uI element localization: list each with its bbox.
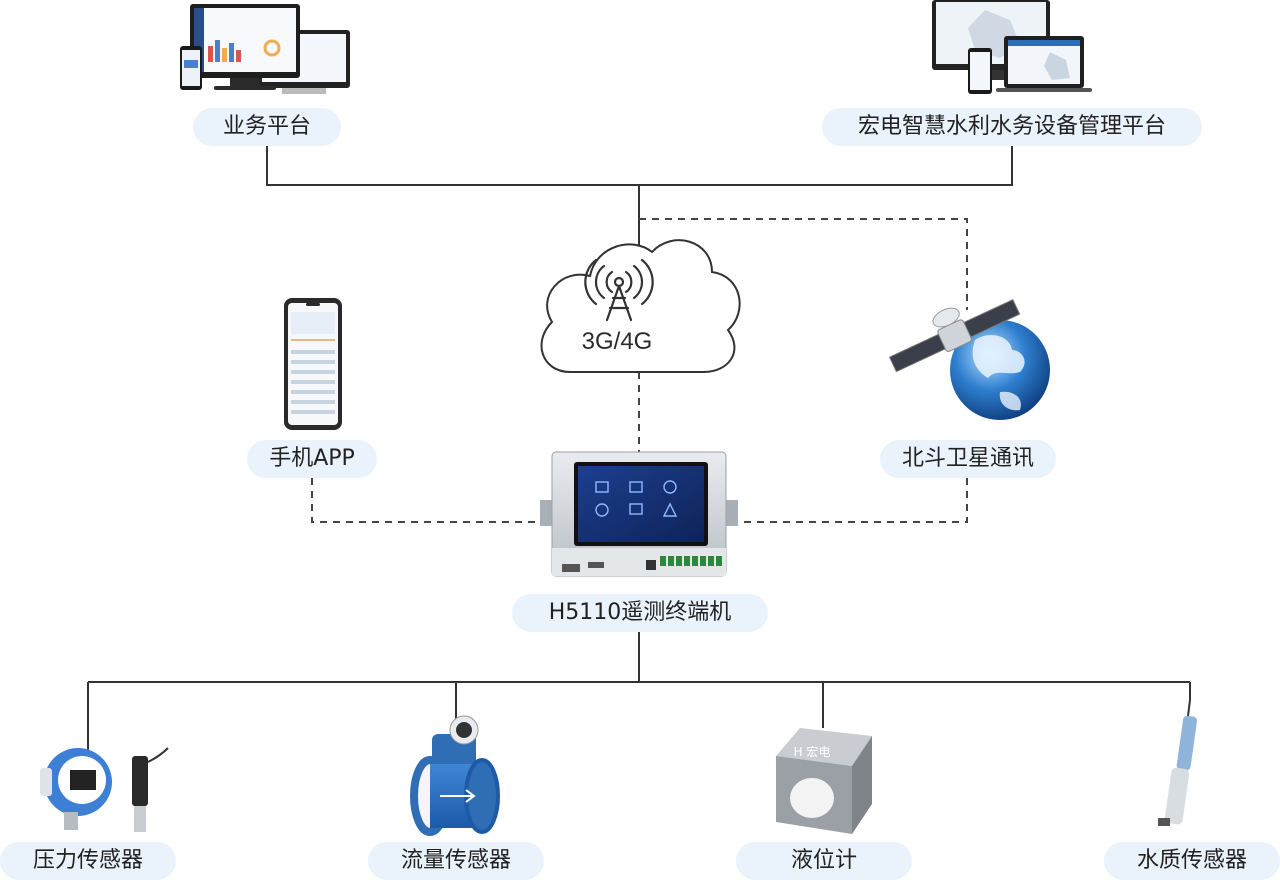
network-label: 3G/4G bbox=[582, 328, 653, 355]
level-meter-label: 液位计 bbox=[736, 842, 912, 880]
business-platform-label: 业务平台 bbox=[193, 108, 341, 146]
line-business-to-hub bbox=[266, 146, 639, 186]
water-quality-probe-icon bbox=[1158, 699, 1198, 826]
svg-text:H 宏电: H 宏电 bbox=[794, 744, 831, 759]
smartphone-icon bbox=[284, 298, 342, 430]
connection-lines bbox=[87, 146, 1191, 750]
cell-tower-cloud-icon: 3G/4G bbox=[540, 239, 741, 373]
satellite-globe-icon bbox=[888, 298, 1050, 420]
hongdian-platform-label: 宏电智慧水利水务设备管理平台 bbox=[822, 108, 1202, 146]
rtu-device-icon bbox=[540, 451, 738, 577]
mobile-app-label: 手机APP bbox=[247, 440, 377, 478]
terminal-label: H5110遥测终端机 bbox=[512, 594, 768, 632]
radar-level-meter-icon: H 宏电 bbox=[776, 728, 872, 834]
pressure-transmitter-icon bbox=[40, 747, 169, 832]
link-beidou-terminal bbox=[737, 478, 968, 523]
electromagnetic-flowmeter-icon bbox=[410, 715, 500, 836]
pressure-sensor-label: 压力传感器 bbox=[0, 842, 176, 880]
flow-sensor-label: 流量传感器 bbox=[368, 842, 544, 880]
link-app-terminal bbox=[311, 478, 545, 523]
wireless-links bbox=[311, 218, 968, 523]
water-quality-sensor-label: 水质传感器 bbox=[1104, 842, 1280, 880]
multi-device-dashboard-icon bbox=[180, 4, 350, 94]
beidou-label: 北斗卫星通讯 bbox=[880, 440, 1056, 478]
multi-device-map-icon bbox=[932, 0, 1092, 94]
link-hub-beidou bbox=[639, 218, 968, 310]
line-platform-to-hub bbox=[639, 146, 1013, 186]
